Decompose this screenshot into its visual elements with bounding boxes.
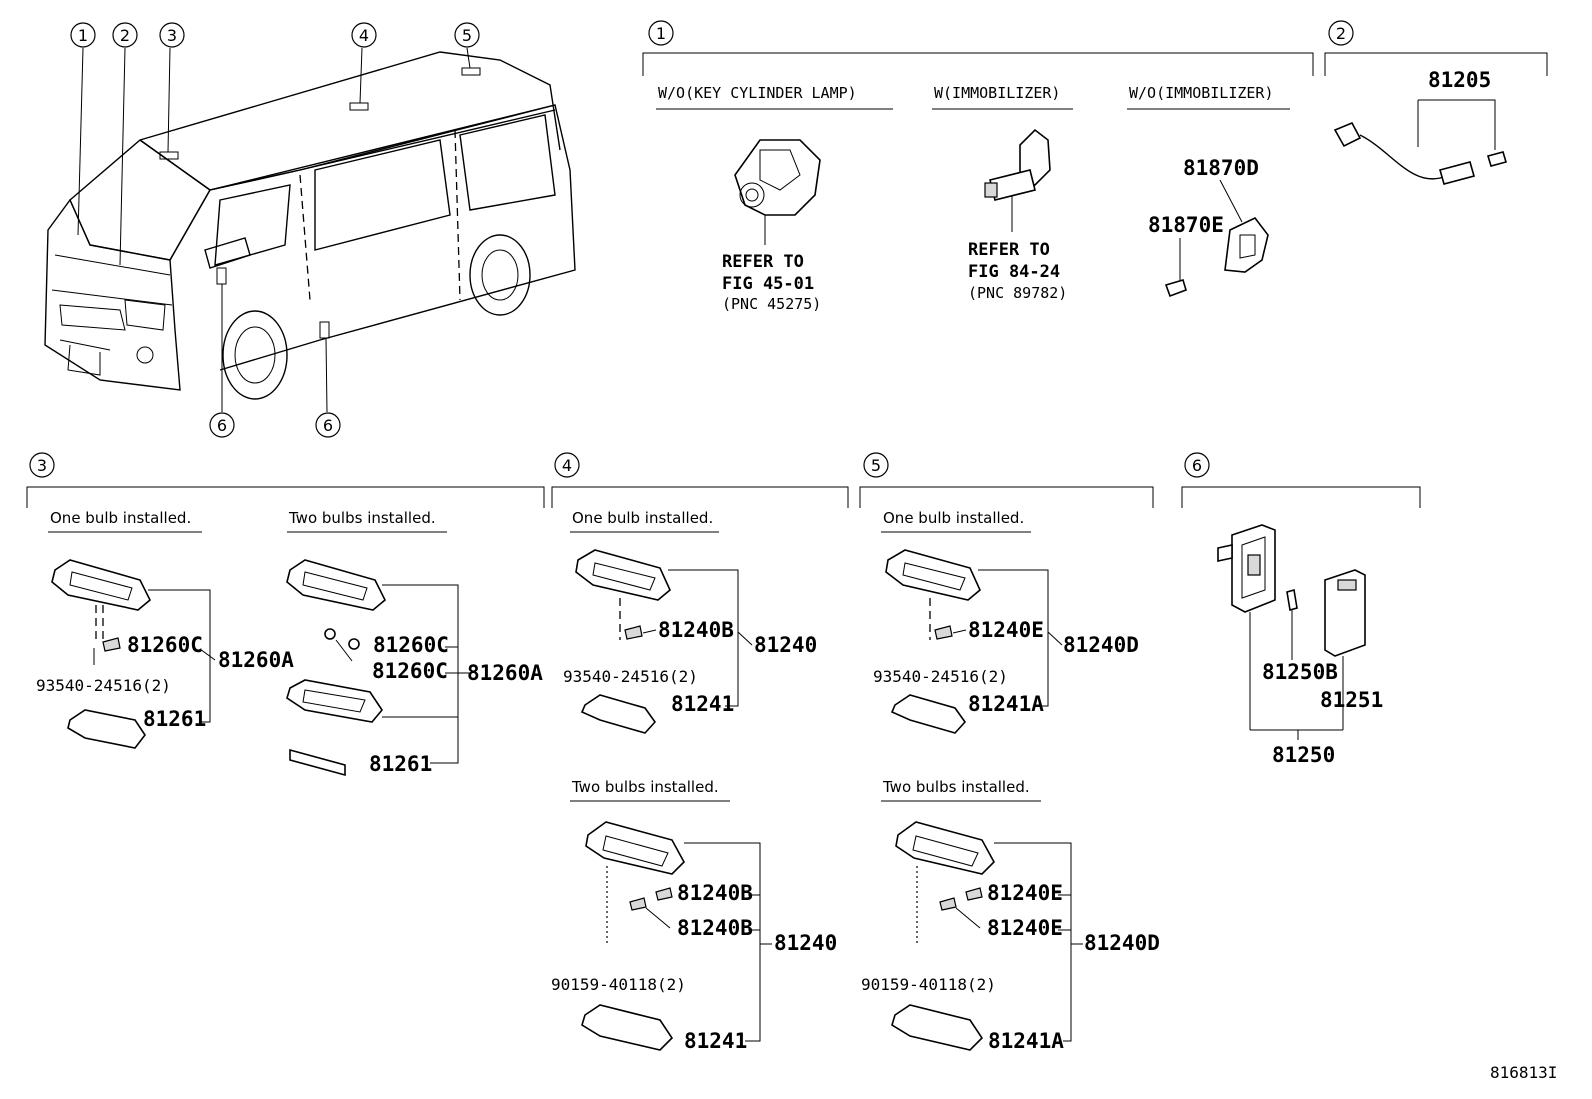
col-b-title: W(IMMOBILIZER): [934, 84, 1060, 102]
svg-text:REFER TO: REFER TO: [722, 252, 804, 272]
svg-text:90159-40118(2): 90159-40118(2): [861, 975, 996, 994]
door-lamp-bulb: [1286, 588, 1298, 660]
svg-text:81241A: 81241A: [968, 692, 1044, 716]
s5b-lamp-housing: [895, 821, 995, 875]
svg-text:81240E: 81240E: [987, 916, 1063, 940]
van-callout-4: 4: [351, 22, 377, 48]
svg-text:2: 2: [120, 26, 130, 45]
s4b-lens: [581, 1004, 674, 1051]
s5-one-bulb-label: One bulb installed.: [883, 509, 1024, 527]
s4b-lamp-housing: [585, 821, 685, 875]
svg-text:81261: 81261: [143, 707, 206, 731]
svg-text:81240D: 81240D: [1084, 931, 1160, 955]
svg-text:(PNC 89782): (PNC 89782): [968, 284, 1067, 302]
svg-text:93540-24516(2): 93540-24516(2): [873, 667, 1008, 686]
wire-harness-lamp: [1333, 121, 1508, 185]
section-3: 3 One bulb installed. Two bulbs installe…: [26, 452, 545, 777]
svg-text:81240E: 81240E: [968, 618, 1044, 642]
svg-text:81241: 81241: [671, 692, 734, 716]
immobilizer-part: [984, 128, 1051, 232]
s3a-lens: [67, 709, 146, 749]
s3a-lamp-housing: [51, 559, 151, 611]
section-1: 1 W/O(KEY CYLINDER LAMP) REFER TO FIG 45…: [642, 20, 1314, 313]
svg-text:81250: 81250: [1272, 743, 1335, 767]
svg-text:6: 6: [217, 416, 227, 435]
svg-text:81240B: 81240B: [677, 881, 753, 905]
svg-text:6: 6: [323, 416, 333, 435]
section-6: 6 81250B 81251 81250: [1181, 452, 1421, 767]
svg-text:81261: 81261: [369, 752, 432, 776]
svg-text:REFER TO: REFER TO: [968, 240, 1050, 260]
col-c-title: W/O(IMMOBILIZER): [1129, 84, 1274, 102]
svg-text:81251: 81251: [1320, 688, 1383, 712]
svg-text:FIG 84-24: FIG 84-24: [968, 262, 1060, 282]
svg-text:4: 4: [359, 26, 369, 45]
s5a-lens: [890, 694, 967, 734]
svg-text:81240D: 81240D: [1063, 633, 1139, 657]
svg-text:81260A: 81260A: [467, 661, 543, 685]
svg-text:81260C: 81260C: [373, 633, 449, 657]
s4-one-bulb-label: One bulb installed.: [572, 509, 713, 527]
s5b-lens: [891, 1004, 984, 1051]
s3-two-bulbs-label: Two bulbs installed.: [288, 509, 436, 527]
svg-text:81250B: 81250B: [1262, 660, 1338, 684]
svg-text:2: 2: [1336, 24, 1346, 43]
van-callout-3: 3: [159, 22, 185, 48]
section-5: 5 One bulb installed. 81240E 93540-24516…: [859, 452, 1160, 1053]
van-callout-2: 2: [112, 22, 138, 48]
s4a-lens: [580, 694, 657, 734]
s5-two-bulbs-label: Two bulbs installed.: [882, 778, 1030, 796]
svg-text:3: 3: [167, 26, 177, 45]
svg-text:(PNC 45275): (PNC 45275): [722, 295, 821, 313]
svg-text:6: 6: [1192, 456, 1202, 475]
van-callout-6a: 6: [209, 412, 235, 438]
s4-two-bulbs-label: Two bulbs installed.: [571, 778, 719, 796]
van-callout-1: 1: [70, 22, 96, 48]
svg-text:4: 4: [562, 456, 572, 475]
figure-id: 816813I: [1490, 1063, 1557, 1082]
svg-text:81240E: 81240E: [987, 881, 1063, 905]
s3b-lamp-housing: [286, 559, 386, 611]
col-a-title: W/O(KEY CYLINDER LAMP): [658, 84, 857, 102]
svg-text:81241: 81241: [684, 1029, 747, 1053]
svg-text:81240: 81240: [774, 931, 837, 955]
svg-text:5: 5: [462, 26, 472, 45]
svg-text:1: 1: [78, 26, 88, 45]
svg-text:81260C: 81260C: [372, 659, 448, 683]
svg-text:81240B: 81240B: [677, 916, 753, 940]
van-illustration: [44, 47, 576, 413]
s4a-lamp-housing: [575, 549, 671, 601]
section-4: 4 One bulb installed. 81240B 93540-24516…: [551, 452, 849, 1053]
svg-text:5: 5: [871, 456, 881, 475]
svg-text:90159-40118(2): 90159-40118(2): [551, 975, 686, 994]
svg-text:81870D: 81870D: [1183, 156, 1259, 180]
svg-text:81260A: 81260A: [218, 648, 294, 672]
svg-text:1: 1: [656, 24, 666, 43]
svg-text:81240B: 81240B: [658, 618, 734, 642]
svg-text:81241A: 81241A: [988, 1029, 1064, 1053]
svg-text:FIG 45-01: FIG 45-01: [722, 274, 814, 294]
s5a-lamp-housing: [885, 549, 981, 601]
svg-text:81240: 81240: [754, 633, 817, 657]
key-cylinder-part: [734, 139, 821, 245]
svg-text:81260C: 81260C: [127, 633, 203, 657]
van-callout-5: 5: [454, 22, 480, 48]
svg-text:93540-24516(2): 93540-24516(2): [563, 667, 698, 686]
van-callout-6b: 6: [315, 412, 341, 438]
section-2: 2 81205: [1324, 20, 1548, 185]
door-lamp-cover: [1324, 569, 1366, 730]
s3b-lens-frame: [286, 679, 383, 723]
svg-text:81205: 81205: [1428, 68, 1491, 92]
s3-one-bulb-label: One bulb installed.: [50, 509, 191, 527]
door-lamp-housing: [1217, 524, 1276, 613]
s3b-lens: [289, 748, 346, 777]
svg-text:93540-24516(2): 93540-24516(2): [36, 676, 171, 695]
key-cylinder-bulb: [1164, 279, 1187, 298]
svg-text:81870E: 81870E: [1148, 213, 1224, 237]
svg-text:3: 3: [37, 456, 47, 475]
key-cylinder-lamp-bracket: [1224, 216, 1269, 273]
